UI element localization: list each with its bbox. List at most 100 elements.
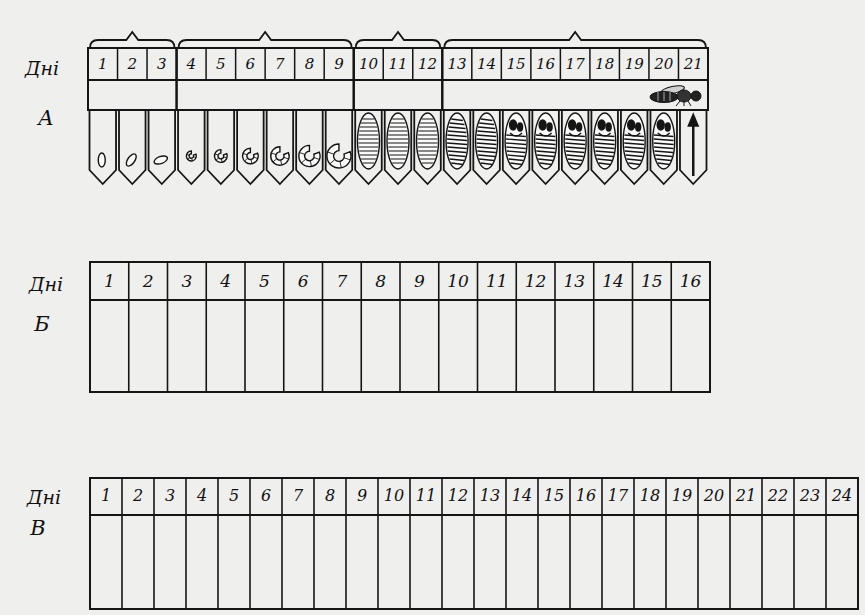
cell-line — [205, 48, 207, 80]
day-number: 11 — [388, 57, 407, 72]
pupa — [594, 113, 616, 169]
cell-outline — [385, 110, 412, 184]
cell-line — [473, 478, 475, 609]
day-number: 15 — [544, 488, 564, 504]
body-stripe — [447, 139, 467, 141]
body-stripe — [388, 139, 408, 140]
body-stripe — [506, 147, 525, 149]
day-number: 5 — [229, 488, 239, 504]
body-stripe — [359, 131, 378, 132]
cell-line — [501, 48, 503, 80]
body-stripe — [450, 123, 465, 125]
day-number: 24 — [832, 488, 852, 504]
cell-line — [560, 48, 562, 80]
day-number: 7 — [293, 488, 303, 504]
brood-stages — [98, 113, 698, 176]
body-stripe — [447, 143, 467, 145]
day-number: 22 — [768, 488, 788, 504]
larva — [243, 148, 259, 164]
body-stripe — [481, 119, 493, 121]
cell-line — [471, 48, 473, 80]
day-number: 17 — [608, 488, 628, 504]
pupa-eye — [510, 120, 517, 130]
cell-outline — [591, 110, 618, 184]
day-number: 6 — [298, 273, 309, 290]
body-stripe — [658, 163, 670, 165]
cell-line — [323, 48, 325, 80]
body-stripe — [448, 131, 467, 133]
larva — [357, 113, 379, 169]
emerge-arrow — [692, 124, 695, 176]
bee-stripe — [670, 92, 671, 101]
larva-segment — [224, 157, 227, 158]
cell-line — [322, 262, 324, 392]
larva-segment — [344, 158, 350, 160]
body-stripe — [625, 151, 644, 153]
body-stripe — [391, 159, 406, 160]
day-number: 21 — [684, 57, 703, 72]
body-stripe — [477, 143, 497, 145]
larva — [214, 150, 227, 163]
larva-segment — [340, 161, 341, 167]
body-stripe — [566, 151, 585, 153]
day-number: 6 — [246, 57, 256, 72]
cell-line — [505, 478, 507, 609]
day-number: 4 — [220, 273, 231, 290]
day-number: 16 — [576, 488, 596, 504]
body-stripe — [449, 155, 466, 157]
row-letter: А — [38, 108, 54, 129]
day-number: 2 — [143, 273, 154, 290]
cell-line — [153, 478, 155, 609]
body-stripe — [654, 143, 674, 145]
table-frame — [88, 48, 708, 110]
body-stripe — [507, 151, 526, 153]
body-stripe — [595, 139, 615, 141]
body-stripe — [418, 131, 437, 132]
table-frame — [90, 262, 710, 392]
body-stripe — [391, 123, 406, 124]
larva-segment — [216, 158, 219, 160]
day-number: 8 — [305, 57, 315, 72]
body-stripe — [477, 139, 497, 141]
row-line — [88, 79, 708, 81]
body-stripe — [479, 123, 494, 125]
body-stripe — [363, 119, 375, 120]
pupa-eye — [665, 123, 670, 131]
cell-line — [678, 48, 680, 80]
body-stripe — [361, 159, 376, 160]
body-stripe — [359, 151, 378, 152]
pupa-leg — [628, 133, 640, 136]
cell-outline — [119, 110, 146, 184]
cell-outline — [532, 110, 559, 184]
cell-line — [530, 48, 532, 80]
body-stripe — [389, 131, 408, 132]
day-number: 11 — [416, 488, 436, 504]
larva-segment — [280, 160, 282, 165]
cell-line — [601, 478, 603, 609]
pupa-eye — [628, 120, 635, 130]
day-number: 6 — [261, 488, 271, 504]
cell-outline — [237, 110, 264, 184]
bee-head — [691, 91, 701, 101]
day-number: 4 — [187, 57, 197, 72]
body-stripe — [537, 155, 554, 157]
body-stripe — [510, 163, 522, 165]
body-stripe — [565, 147, 584, 149]
larva-segment — [328, 152, 334, 154]
cell-line — [729, 478, 731, 609]
body-stripe — [656, 159, 671, 161]
cell-outline — [267, 110, 294, 184]
larva-segment — [273, 159, 277, 162]
cell-line — [761, 478, 763, 609]
body-stripe — [420, 159, 435, 160]
pupa-eye — [569, 120, 576, 130]
egg — [124, 152, 138, 167]
body-stripe — [418, 147, 437, 148]
pupa-eye — [547, 123, 552, 131]
pupa-eye — [518, 123, 523, 131]
group-brace — [444, 32, 706, 48]
cell-outline — [149, 110, 176, 184]
cell-line — [146, 48, 148, 80]
body-stripe — [481, 163, 493, 165]
